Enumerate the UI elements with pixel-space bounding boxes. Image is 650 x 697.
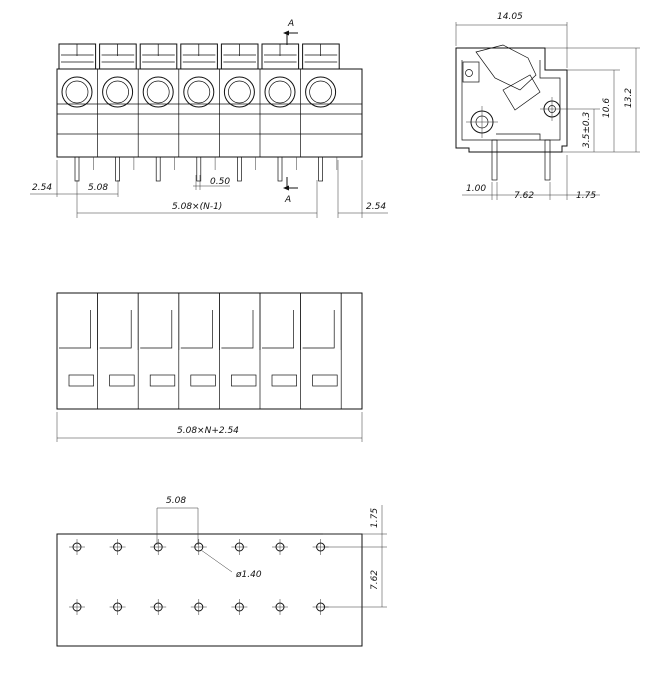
top-slot [149,374,176,387]
dim-row-spacing: 7.62 [514,191,534,201]
section-label-bottom: A [284,195,291,205]
dim-pitch: 5.08 [88,183,108,193]
pcb-hole [69,599,85,615]
front-pole [219,43,259,157]
section-label-top: A [287,19,294,29]
pcb-dim-pitch: 5.08 [166,496,186,506]
top-cell [178,293,220,409]
dim-pin-width: 0.50 [210,177,230,187]
dim-pin-offset: 1.00 [466,184,486,194]
dim-depth: 14.05 [497,12,523,22]
top-view: 5.08×N+2.54 [56,292,363,442]
front-view: A A 2.54 5.08 0.50 5.08×(N-1) 2.54 [30,19,388,218]
pcb-hole [69,539,85,555]
dim-pin-height: 3.5±0.3 [582,112,592,148]
front-pin [115,156,120,182]
pcb-hole [150,539,167,555]
pcb-hole [190,599,207,615]
pcb-dim-edge: 1.75 [370,508,380,528]
pcb-hole [109,599,126,615]
front-pin [196,156,202,182]
top-cell [56,293,98,409]
top-slot [271,374,297,387]
pcb-hole [231,599,248,615]
top-slot [109,374,135,387]
wire-entry [223,76,255,108]
pcb-hole [272,539,288,555]
side-view: 14.05 13.2 10.6 3.5±0.3 1.00 7.62 1.75 [455,12,640,201]
wire-entry [102,76,134,108]
wire-entry [61,76,93,108]
top-cell [219,293,261,409]
wire-entry [183,76,215,108]
pcb-dim-row: 7.62 [370,570,380,590]
pcb-hole [190,539,207,555]
pcb-hole [150,599,167,615]
top-slot [312,374,338,387]
dim-end-right: 2.54 [366,202,386,212]
pcb-outline [56,533,363,647]
dim-height-total: 13.2 [624,88,634,108]
side-body-outline [455,47,568,153]
dim-rear-offset: 1.75 [576,191,596,201]
front-pole [97,43,137,157]
front-pin [155,156,161,182]
top-cell [300,293,342,409]
top-cell [137,293,180,409]
front-pole [259,43,300,157]
top-slot [68,374,94,387]
top-body-outline [56,292,363,410]
wire-entry [142,76,174,108]
top-cell [97,293,139,409]
front-pole [137,43,178,157]
front-pin [318,156,323,182]
dim-height-body: 10.6 [602,98,612,118]
top-cell [259,293,301,409]
dim-end-left: 2.54 [32,183,52,193]
front-pole [300,43,340,157]
dim-pitch-total: 5.08×(N-1) [172,202,222,212]
pcb-hole [231,539,248,555]
pcb-layout: 5.08 ø1.40 1.75 7.62 [56,496,387,647]
pcb-hole [109,539,126,555]
pcb-dim-hole: ø1.40 [235,570,262,580]
pcb-hole [272,599,288,615]
wire-entry [264,76,296,108]
front-pole [56,43,97,157]
top-slot [231,374,257,387]
wire-entry [305,76,337,108]
front-pole [178,43,218,157]
top-slot [190,374,216,387]
front-pin [277,156,283,182]
dim-length: 5.08×N+2.54 [177,426,239,436]
front-pin [237,156,242,182]
front-pin [74,156,80,182]
